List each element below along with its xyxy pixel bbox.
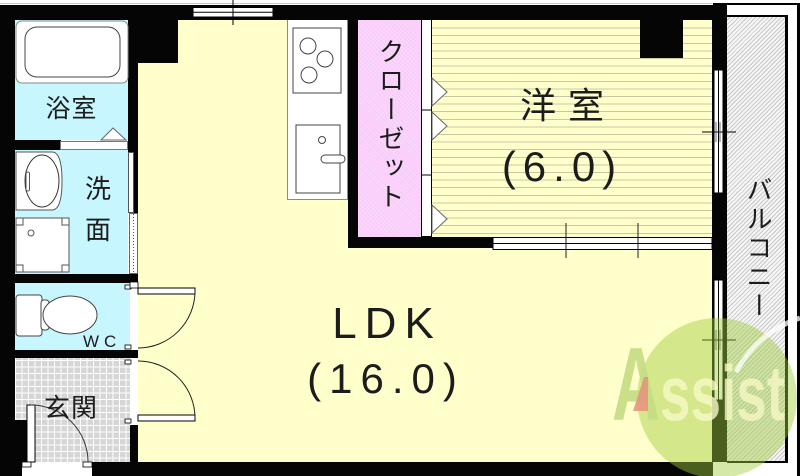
entrance-inner-door [124, 359, 196, 424]
closet-floor [358, 20, 421, 237]
wc-doorway [130, 283, 138, 350]
western-room-label: 洋室 [519, 86, 616, 127]
washroom-wc-wall [15, 274, 138, 283]
washing-machine-pan-icon [15, 217, 70, 273]
bath-door [60, 141, 128, 150]
ldk-size: (16.0) [307, 355, 465, 402]
closet-door-marks [421, 76, 448, 235]
bath-washroom-wall [15, 140, 61, 150]
left-wall [0, 5, 15, 476]
toilet-icon [15, 294, 98, 337]
washroom-accordion-door [129, 213, 138, 274]
ldk-window [702, 279, 736, 401]
kitchen-sink-icon [295, 124, 346, 194]
wc-entrance-wall [15, 350, 138, 358]
entrance-right-wall [130, 425, 138, 462]
top-window [192, 0, 274, 25]
kitchen-closet-wall [348, 20, 358, 248]
entrance-doorway [130, 358, 138, 425]
top-wall [0, 5, 713, 20]
western-room-bottom-wall [348, 237, 493, 248]
bath-right-wall [128, 20, 138, 152]
sliding-door [492, 223, 713, 258]
bathtub-icon [15, 20, 129, 84]
top-edge-line [0, 3, 713, 4]
stove-icon [292, 27, 342, 94]
entrance-label: 玄関 [44, 394, 99, 424]
front-door [21, 404, 93, 468]
western-room-size: (6.0) [501, 143, 624, 190]
ldk-label: LDK [332, 299, 442, 348]
washroom-sliding-door [128, 152, 134, 213]
washroom-label-top: 洗 [84, 175, 111, 205]
bath-door-mark [99, 127, 128, 141]
closet-label: クローゼット [374, 38, 404, 212]
washroom-label-bottom: 面 [84, 216, 111, 246]
western-room-window [702, 69, 736, 194]
balcony-label: バルコニー [742, 176, 772, 321]
bath-label: 浴室 [45, 94, 98, 123]
front-doorway [22, 462, 92, 476]
western-room-pillar [640, 20, 683, 58]
wc-label: WC [83, 332, 122, 351]
bottom-wall [92, 462, 713, 476]
washroom-right-wall [134, 150, 138, 213]
corner-pillar [138, 20, 178, 63]
wc-door [124, 281, 196, 350]
balcony-floor [727, 15, 788, 463]
washbasin-icon [15, 151, 63, 211]
